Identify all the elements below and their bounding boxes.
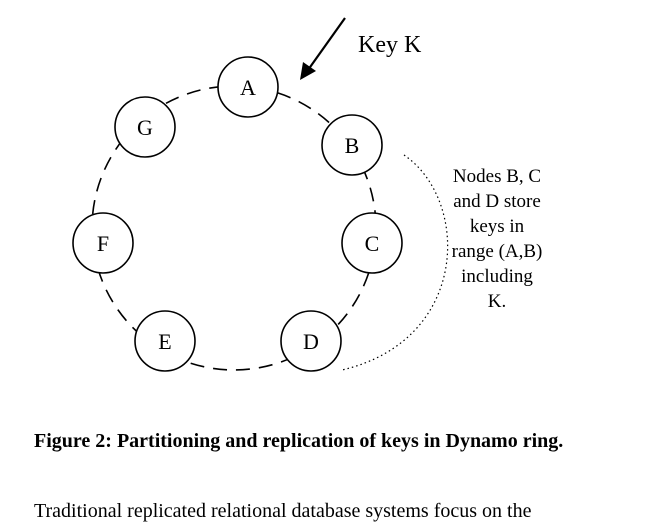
note-line: K.: [488, 291, 506, 312]
ring-node-e: E: [134, 310, 196, 372]
key-arrow: [307, 17, 346, 71]
note-line: range (A,B): [452, 241, 543, 262]
key-arrow-head: [300, 62, 316, 80]
ring-node-g: G: [114, 96, 176, 158]
dynamo-ring-figure: Key K A B C D E F G: [72, 17, 543, 372]
note-line: keys in: [470, 216, 525, 237]
key-label: Key K: [358, 32, 422, 58]
ring-node-a: A: [217, 56, 279, 118]
ring-node-f: F: [72, 212, 134, 274]
body-paragraph-start: Traditional replicated relational databa…: [34, 500, 532, 522]
node-label-b: B: [345, 133, 360, 158]
node-label-f: F: [97, 231, 109, 256]
ring-node-d: D: [280, 310, 342, 372]
node-label-e: E: [158, 329, 171, 354]
node-label-a: A: [240, 75, 256, 100]
note-line: Nodes B, C: [453, 166, 541, 187]
node-label-c: C: [365, 231, 380, 256]
ring-diagram: Key K A B C D E F G: [72, 17, 543, 372]
ring-node-c: C: [341, 212, 403, 274]
note-line: and D store: [453, 191, 541, 212]
ring-node-b: B: [321, 114, 383, 176]
figure-caption: Figure 2: Partitioning and replication o…: [34, 430, 564, 452]
note-line: including: [461, 266, 533, 287]
node-label-g: G: [137, 115, 153, 140]
node-label-d: D: [303, 329, 319, 354]
replica-range-bracket: [341, 154, 449, 371]
replica-note: Nodes B, C and D store keys in range (A,…: [452, 166, 543, 312]
